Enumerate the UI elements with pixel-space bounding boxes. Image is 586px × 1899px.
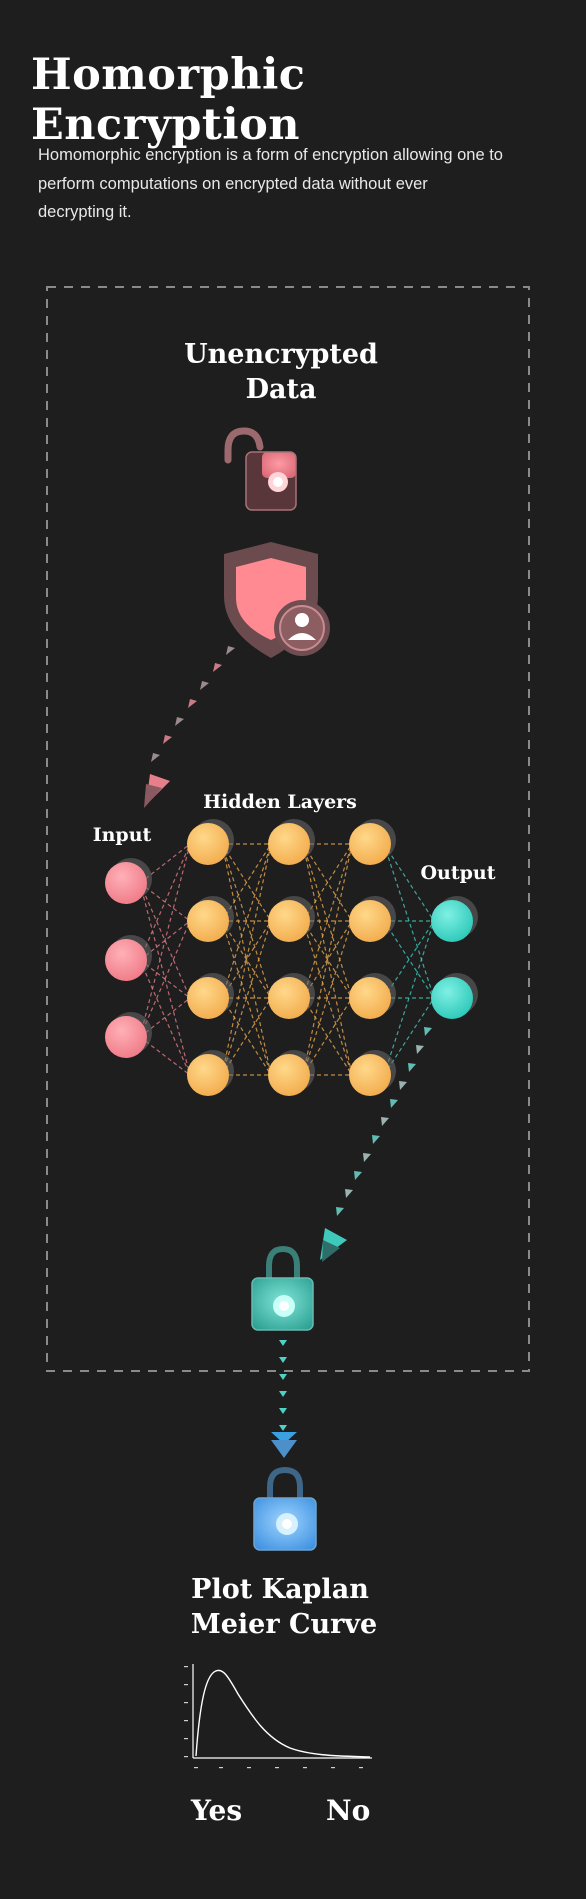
hidden-layers-label: Hidden Layers	[203, 791, 357, 813]
output-label: Output	[420, 862, 495, 884]
network-edge	[221, 920, 272, 1076]
hidden-node	[268, 896, 315, 942]
hidden-node	[268, 819, 315, 865]
teal-chevron-trail	[271, 1340, 297, 1458]
locked-padlock-teal-icon	[251, 1245, 314, 1331]
hidden-node	[187, 896, 234, 942]
network-edge	[302, 920, 353, 1076]
input-node	[105, 858, 152, 904]
hidden-node	[349, 819, 396, 865]
hidden-node	[187, 1050, 234, 1096]
network-edge	[302, 843, 353, 1076]
input-node	[105, 1012, 152, 1058]
hidden-node	[187, 973, 234, 1019]
network-edge	[383, 920, 435, 1076]
hidden-node	[349, 1050, 396, 1096]
network-nodes	[105, 819, 478, 1096]
network-edge	[221, 843, 272, 1076]
hidden-node	[268, 973, 315, 1019]
network-edge	[302, 843, 353, 999]
teal-arrow-trail	[320, 1027, 432, 1262]
dashed-boundary	[46, 286, 530, 1372]
input-label: Input	[93, 824, 152, 846]
plot-heading-line1: Plot Kaplan	[191, 1574, 369, 1605]
locked-padlock-blue-icon	[253, 1466, 317, 1551]
kaplan-meier-curve-thumbnail	[184, 1664, 372, 1769]
output-node	[431, 973, 478, 1019]
hidden-node	[349, 973, 396, 1019]
network-edge	[221, 843, 272, 999]
option-yes[interactable]: Yes	[191, 1794, 243, 1827]
input-node	[105, 935, 152, 981]
pink-arrow-trail	[144, 646, 235, 808]
output-node	[431, 896, 478, 942]
network-edge	[302, 843, 353, 1076]
intro-text: Homomorphic encryption is a form of encr…	[38, 146, 503, 221]
network-edge	[139, 843, 191, 961]
hidden-node	[349, 896, 396, 942]
unencrypted-heading-line1: Unencrypted	[184, 339, 378, 370]
user-shield-icon	[224, 542, 330, 658]
network-edge	[383, 843, 435, 922]
plot-heading-line2: Meier Curve	[191, 1609, 377, 1640]
hidden-node	[187, 819, 234, 865]
unlocked-padlock-icon	[224, 427, 297, 511]
unencrypted-heading-line2: Data	[246, 374, 317, 405]
page-title: Homorphic Encryption	[31, 50, 306, 150]
option-no[interactable]: No	[326, 1794, 371, 1827]
network-edge	[221, 843, 272, 1076]
network-edge	[139, 920, 191, 1038]
network-edge	[139, 843, 191, 1038]
network-edges	[139, 843, 435, 1076]
hidden-node	[268, 1050, 315, 1096]
